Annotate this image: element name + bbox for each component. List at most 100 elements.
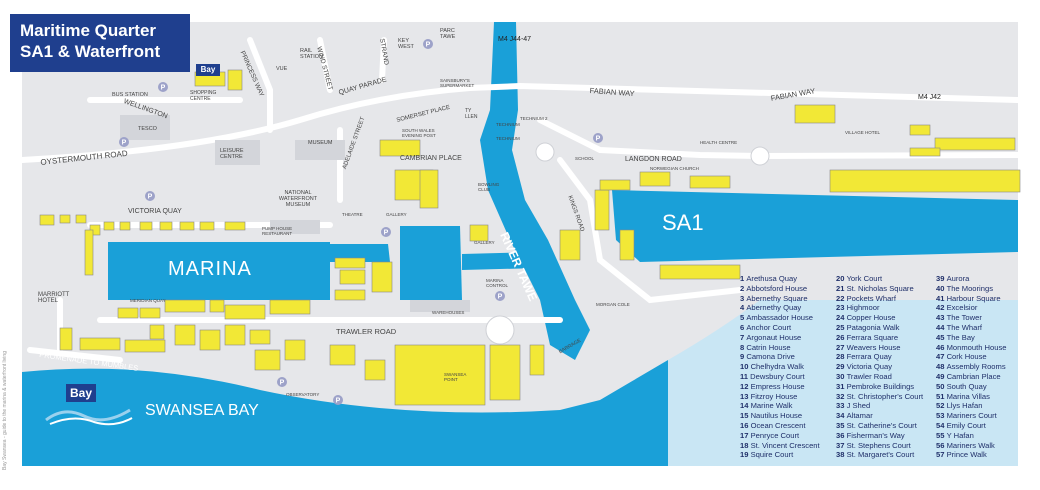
legend-item-label: St. Stephens Court	[846, 440, 911, 450]
legend-item-label: Abernethy Square	[746, 293, 808, 303]
legend-item: 11 Dewsbury Court	[740, 372, 836, 382]
legend-item-number: 20	[836, 274, 847, 283]
legend-item-number: 18	[740, 440, 751, 450]
legend-item-label: Squire Court	[750, 450, 794, 460]
legend-item: 30 Trawler Road	[836, 372, 936, 382]
parking-icon	[495, 291, 505, 301]
legend-item-number: 47	[936, 352, 947, 362]
parking-icon	[277, 377, 287, 387]
legend-item-number: 53	[936, 411, 947, 421]
bay-wave-icon	[45, 408, 133, 426]
legend-item-label: Ocean Crescent	[750, 420, 806, 430]
legend-item: 2 Abbotsford House	[740, 284, 836, 294]
legend-item: 23 Highmoor	[836, 303, 936, 313]
legend-item: 1 Arethusa Quay	[740, 274, 836, 284]
legend-item-label: The Tower	[946, 313, 982, 323]
legend-item-label: Fitzroy House	[750, 391, 798, 401]
place-ty-llen: TY LLEN	[465, 108, 478, 120]
legend-item-label: Highmoor	[846, 303, 880, 313]
legend-item-label: Llys Hafan	[946, 401, 983, 411]
legend-item: 10 Chelhydra Walk	[740, 362, 836, 372]
legend-item-label: Abbotsford House	[746, 283, 808, 293]
legend-item-label: Emily Court	[946, 420, 986, 430]
legend-item-label: Penryce Court	[750, 430, 800, 440]
legend-item-label: St. Christopher's Court	[846, 391, 924, 401]
legend-item-label: Abernethy Quay	[746, 303, 802, 313]
river-tawe-water	[480, 22, 590, 360]
legend-item-label: Camona Drive	[746, 352, 795, 362]
place-warehouses: WAREHOUSES	[432, 310, 465, 315]
legend-item-number: 51	[936, 391, 947, 401]
outer-bay-light-water	[668, 300, 1018, 466]
legend-item-label: Assembly Rooms	[946, 362, 1006, 372]
legend-item-label: Patagonia Walk	[846, 322, 900, 332]
legend-item-label: Pockets Wharf	[846, 293, 896, 303]
legend-item-label: Cork House	[946, 352, 987, 362]
legend-item-label: Anchor Court	[746, 322, 792, 332]
legend-item: 41 Harbour Square	[936, 294, 1030, 304]
legend-item: 38 St. Margaret's Court	[836, 450, 936, 460]
place-gallery-2: GALLERY	[474, 240, 495, 245]
legend-item: 40 The Moorings	[936, 284, 1030, 294]
place-museum: MUSEUM	[308, 140, 333, 146]
parking-icon	[333, 395, 343, 405]
place-technium: TECHNIUM	[496, 122, 520, 127]
legend-item: 4 Abernethy Quay	[740, 303, 836, 313]
parking-symbol: P	[122, 140, 127, 147]
swansea-bay-label: SWANSEA BAY	[145, 402, 259, 419]
legend-item-number: 34	[836, 411, 847, 421]
legend-item-number: 22	[836, 293, 847, 303]
legend-item-number: 33	[836, 401, 847, 411]
parking-symbol: P	[498, 294, 503, 301]
place-vue: VUE	[276, 66, 288, 72]
legend-item-number: 29	[836, 362, 847, 372]
legend-item: 20 York Court	[836, 274, 936, 284]
legend-item-number: 39	[936, 274, 947, 283]
legend-item-label: St. Catherine's Court	[846, 420, 917, 430]
legend-item-label: Trawler Road	[846, 371, 892, 381]
legend-item: 3 Abernethy Square	[740, 294, 836, 304]
place-marina-control: MARINA CONTROL	[486, 278, 509, 288]
parking-icon	[119, 137, 129, 147]
legend-item-number: 7	[740, 332, 747, 342]
legend-item-number: 24	[836, 313, 847, 323]
legend-item-label: St. Margaret's Court	[846, 450, 915, 460]
legend-item: 36 Fisherman's Way	[836, 431, 936, 441]
place-village-hotel: VILLAGE HOTEL	[845, 130, 881, 135]
legend-item-number: 45	[936, 332, 947, 342]
legend-item-label: Ambassador House	[746, 313, 814, 323]
legend-item: 32 St. Christopher's Court	[836, 392, 936, 402]
legend-item: 19 Squire Court	[740, 450, 836, 460]
legend-item-label: Ferrara Square	[846, 332, 899, 342]
legend-item-label: Catrin House	[746, 342, 791, 352]
place-morgan-cole: MORGAN COLE	[596, 302, 630, 307]
legend-item-label: Aurora	[946, 274, 970, 283]
legend-item-label: York Court	[846, 274, 883, 283]
legend-item-number: 28	[836, 352, 847, 362]
legend-item: 34 Altamar	[836, 411, 936, 421]
legend-item-label: St. Vincent Crescent	[750, 440, 820, 450]
legend-item-number: 30	[836, 371, 847, 381]
parking-symbol: P	[161, 85, 166, 92]
parking-symbol: P	[148, 194, 153, 201]
parking-symbol: P	[280, 380, 285, 387]
legend-item-label: The Moorings	[946, 283, 993, 293]
legend-item-label: Fisherman's Way	[846, 430, 905, 440]
sa1-label: SA1	[662, 210, 704, 235]
legend-item: 9 Camona Drive	[740, 352, 836, 362]
legend-item-label: Argonaut House	[746, 332, 802, 342]
legend-item: 25 Patagonia Walk	[836, 323, 936, 333]
legend-item-label: The Wharf	[946, 322, 983, 332]
legend-item-number: 38	[836, 450, 847, 460]
place-key-west: KEY WEST	[398, 38, 414, 50]
legend-item-number: 26	[836, 332, 847, 342]
legend-item: 57 Prince Walk	[936, 450, 1030, 460]
legend-item: 14 Marine Walk	[740, 401, 836, 411]
place-leisure-centre: LEISURE CENTRE	[220, 148, 244, 160]
legend-item-number: 23	[836, 303, 847, 313]
map-title-line1: Maritime Quarter	[20, 21, 157, 40]
parking-icon	[423, 39, 433, 49]
legend-item-number: 13	[740, 391, 751, 401]
legend-item: 24 Copper House	[836, 313, 936, 323]
